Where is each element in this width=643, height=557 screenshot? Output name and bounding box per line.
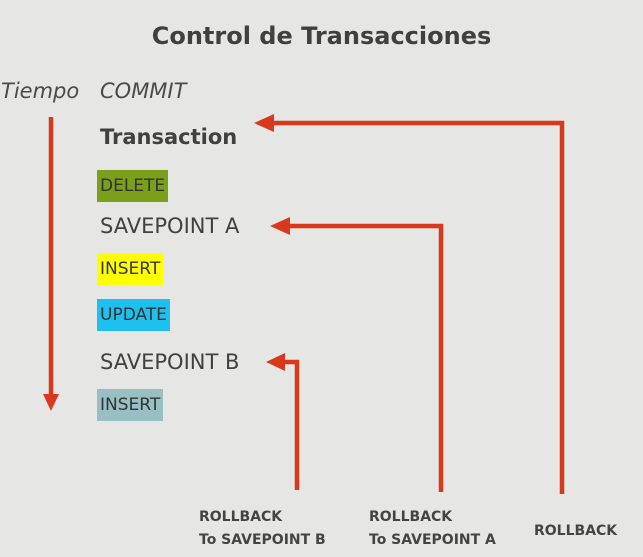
rollback-all-arrowhead	[254, 114, 274, 132]
rollback-to-b-connector	[283, 359, 300, 490]
rollback-to-a-label: ROLLBACK To SAVEPOINT A	[369, 506, 496, 552]
savepoint-a-label: SAVEPOINT A	[100, 214, 240, 238]
time-arrow-head	[43, 394, 59, 411]
rollback-all-connector	[272, 120, 565, 494]
insert-statement-1: INSERT	[97, 253, 164, 285]
rollback-to-b-line2: To SAVEPOINT B	[199, 532, 326, 548]
rollback-to-a-arrowhead	[270, 217, 290, 235]
commit-label: COMMIT	[100, 79, 187, 103]
insert-statement-2: INSERT	[97, 389, 164, 421]
time-axis-label: Tiempo	[1, 79, 80, 103]
rollback-all-label: ROLLBACK	[534, 523, 618, 539]
rollback-to-b-line1: ROLLBACK	[199, 509, 283, 525]
delete-statement: DELETE	[97, 170, 169, 202]
rollback-to-a-connector	[288, 223, 444, 492]
savepoint-b-label: SAVEPOINT B	[100, 350, 240, 374]
rollback-to-b-arrowhead	[266, 353, 285, 371]
transaction-label: Transaction	[100, 125, 238, 149]
rollback-to-b-label: ROLLBACK To SAVEPOINT B	[199, 506, 326, 552]
update-statement: UPDATE	[97, 299, 170, 331]
rollback-to-a-line2: To SAVEPOINT A	[369, 532, 496, 548]
diagram-title: Control de Transacciones	[151, 22, 492, 50]
rollback-to-a-line1: ROLLBACK	[369, 509, 453, 525]
